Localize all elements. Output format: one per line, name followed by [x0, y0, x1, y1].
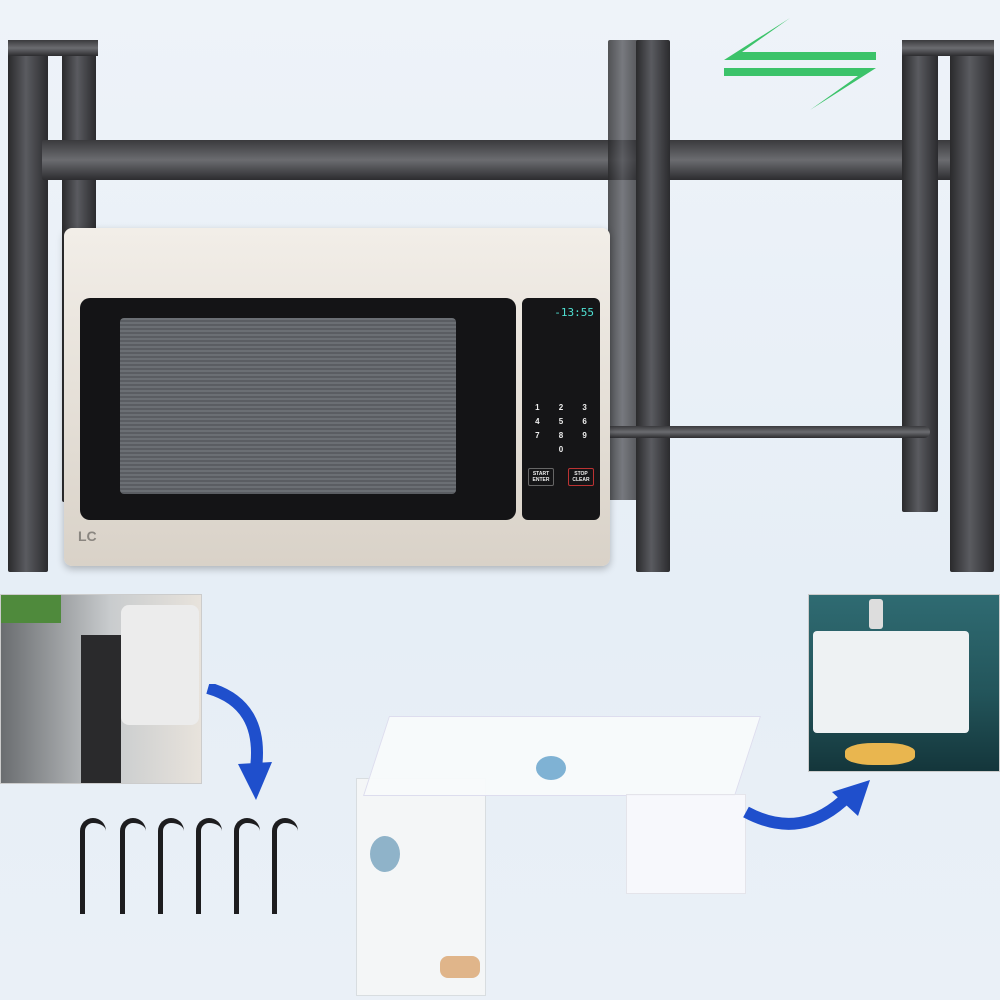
curved-arrow-icon — [206, 684, 272, 800]
key[interactable]: 7 — [535, 431, 540, 440]
rack-middle-post — [608, 40, 640, 500]
rack-top-bar-left — [8, 40, 98, 56]
s-hooks-set — [76, 818, 316, 938]
double-arrow-icon — [724, 18, 876, 110]
keypad: 1 2 3 4 5 6 7 8 9 0 — [528, 403, 594, 454]
rack-middle-post-front — [636, 40, 670, 572]
rack-top-bar-right — [902, 40, 994, 56]
rack-bottom-rod — [600, 426, 930, 438]
s-hook-icon — [80, 818, 106, 914]
microwave-door[interactable] — [80, 298, 516, 520]
key[interactable]: 5 — [558, 417, 564, 426]
s-hook-icon — [234, 818, 260, 914]
microwave-display: -13:55 — [554, 306, 594, 319]
stop-button[interactable]: STOP CLEAR — [568, 468, 594, 486]
key[interactable]: 0 — [558, 445, 564, 454]
key[interactable]: 1 — [535, 403, 540, 412]
microwave-control-panel: -13:55 1 2 3 4 5 6 7 8 9 0 START ENTER S… — [522, 298, 600, 520]
key[interactable]: 2 — [558, 403, 564, 412]
start-button[interactable]: START ENTER — [528, 468, 554, 486]
key[interactable]: 6 — [582, 417, 587, 426]
s-hook-icon — [158, 818, 184, 914]
rack-shelf — [42, 140, 960, 180]
brand-logo: LC — [78, 528, 97, 544]
rack-left-post — [8, 40, 48, 572]
curved-arrow-icon — [743, 780, 870, 830]
key[interactable]: 9 — [582, 431, 587, 440]
hooks-in-use-photo — [0, 594, 202, 784]
key[interactable]: 8 — [558, 431, 564, 440]
rack-right-post-back — [902, 42, 938, 512]
key[interactable]: 4 — [535, 417, 540, 426]
covered-microwave-photo — [808, 594, 1000, 772]
s-hook-icon — [272, 818, 298, 914]
rack-right-post — [950, 40, 994, 572]
s-hook-icon — [196, 818, 222, 914]
microwave-window — [120, 318, 456, 494]
microwave: -13:55 1 2 3 4 5 6 7 8 9 0 START ENTER S… — [64, 228, 610, 566]
key[interactable]: 3 — [582, 403, 587, 412]
microwave-cover — [356, 716, 761, 996]
s-hook-icon — [120, 818, 146, 914]
